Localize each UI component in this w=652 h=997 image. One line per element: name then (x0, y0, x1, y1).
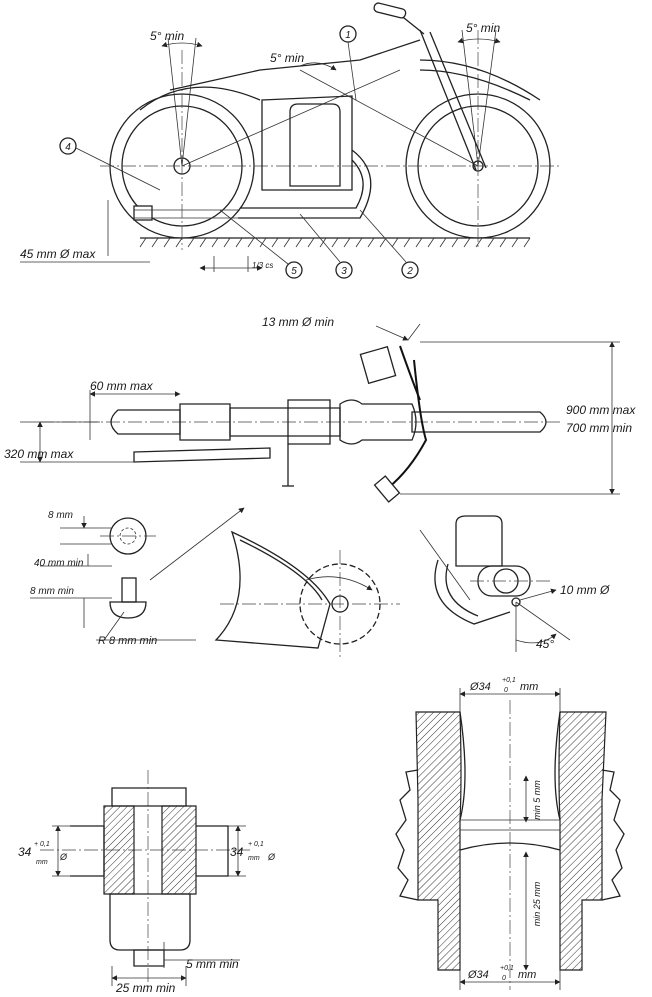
carburetor-section: 34 + 0,1 mm Ø 34 + 0,1 mm Ø 5 mm min 25 … (18, 770, 276, 995)
seat (179, 403, 231, 441)
peg-radius-label: R 8 mm min (98, 635, 157, 647)
bar-end-dia-label: 45 mm Ø max (20, 247, 96, 261)
svg-text:4: 4 (65, 142, 71, 153)
peg-40mm-label: 40 mm min (34, 558, 84, 569)
carb-left-dim: 34 (18, 845, 32, 859)
footpeg-detail: 8 mm 40 mm min 8 mm min R 8 mm min (30, 507, 245, 647)
sprocket-guard-detail: 10 mm Ø 45° (419, 515, 610, 652)
front-fork (419, 29, 487, 171)
rear-mudguard (139, 86, 261, 111)
lever-box (359, 345, 397, 385)
footrest-height-label: 320 mm max (4, 447, 74, 461)
intake-top-label: Ø34 (469, 681, 491, 693)
intake-min25-label: min 25 mm (532, 881, 542, 926)
carb-right-dim: 34 (230, 845, 244, 859)
front-tyre-top (411, 411, 547, 433)
svg-text:3: 3 (341, 266, 347, 277)
intake-top-tol: +0,1 (502, 677, 516, 684)
carb-left-unit: mm (36, 859, 48, 866)
intake-top-unit: mm (520, 681, 538, 693)
svg-text:5: 5 (291, 266, 297, 277)
carb-25mm-label: 25 mm min (115, 981, 176, 995)
peg-8mm-min-label: 8 mm min (30, 586, 74, 597)
callout-3: 3 (299, 213, 353, 279)
intake-bottom-tol: +0,1 (500, 965, 514, 972)
carb-5mm-label: 5 mm min (186, 957, 239, 971)
handlebar-top (387, 359, 428, 489)
carb-left-tol: + 0,1 (34, 841, 50, 848)
handlebar-max-label: 900 mm max (566, 403, 636, 417)
carb-body-right (161, 805, 197, 895)
footrest-peg (133, 205, 153, 221)
angle-front-label: 5° min (466, 21, 500, 35)
peg-head (109, 601, 147, 619)
svg-text:1: 1 (345, 30, 351, 41)
fuel-tank (339, 399, 417, 445)
intake-wall-left (415, 711, 462, 971)
engine-box (261, 95, 353, 191)
lever-dia-label: 13 mm Ø min (262, 315, 334, 329)
footrest-top (133, 447, 271, 463)
side-view: 1 4 5 3 2 5° min 5° min 5° min 1/3 cs 45… (20, 2, 560, 279)
carb-right-tol: + 0,1 (248, 841, 264, 848)
front-mudguard (419, 59, 541, 101)
callout-5: 5 (219, 209, 303, 279)
intake-bottom-label: Ø34 (467, 969, 489, 981)
handlebar-min-label: 700 mm min (566, 421, 632, 435)
intake-min5-label: min 5 mm (532, 780, 542, 820)
intake-section: Ø34 +0,1 0 mm min 5 mm min 25 mm Ø34 +0,… (395, 677, 625, 990)
intake-bottom-unit: mm (518, 969, 536, 981)
callout-2: 2 (359, 209, 419, 279)
angle-45-label: 45° (536, 637, 554, 651)
ground-hatching (139, 237, 531, 248)
throat (459, 842, 561, 851)
handlebar-grip (373, 2, 407, 19)
exhaust-pipe (238, 149, 372, 219)
angle-mid-label: 5° min (270, 51, 304, 65)
float-bowl (109, 893, 191, 951)
angle-rear-label: 5° min (150, 29, 184, 43)
grip-bottom (373, 475, 401, 503)
intake-bottom-tol-low: 0 (502, 975, 506, 982)
ground-third-label: 1/3 cs (252, 261, 273, 270)
callout-1: 1 (339, 25, 357, 101)
carb-left-phi: Ø (59, 852, 68, 862)
intake-wall-right (558, 711, 607, 971)
hole-10mm-label: 10 mm Ø (560, 583, 610, 597)
peg-8mm-label: 8 mm (48, 510, 73, 521)
carb-right-unit: mm (248, 855, 260, 862)
carb-body-left (103, 805, 135, 895)
engine-cylinder (289, 103, 341, 187)
footrest-width-label: 60 mm max (90, 379, 154, 393)
chain-guard-detail (214, 530, 400, 660)
callout-4: 4 (59, 137, 161, 191)
intake-top-tol-low: 0 (504, 687, 508, 694)
svg-text:2: 2 (406, 266, 413, 277)
carb-right-phi: Ø (267, 852, 276, 862)
engine-top (287, 399, 331, 445)
top-view: 13 mm Ø min 60 mm max 320 mm max 900 mm … (4, 315, 636, 503)
